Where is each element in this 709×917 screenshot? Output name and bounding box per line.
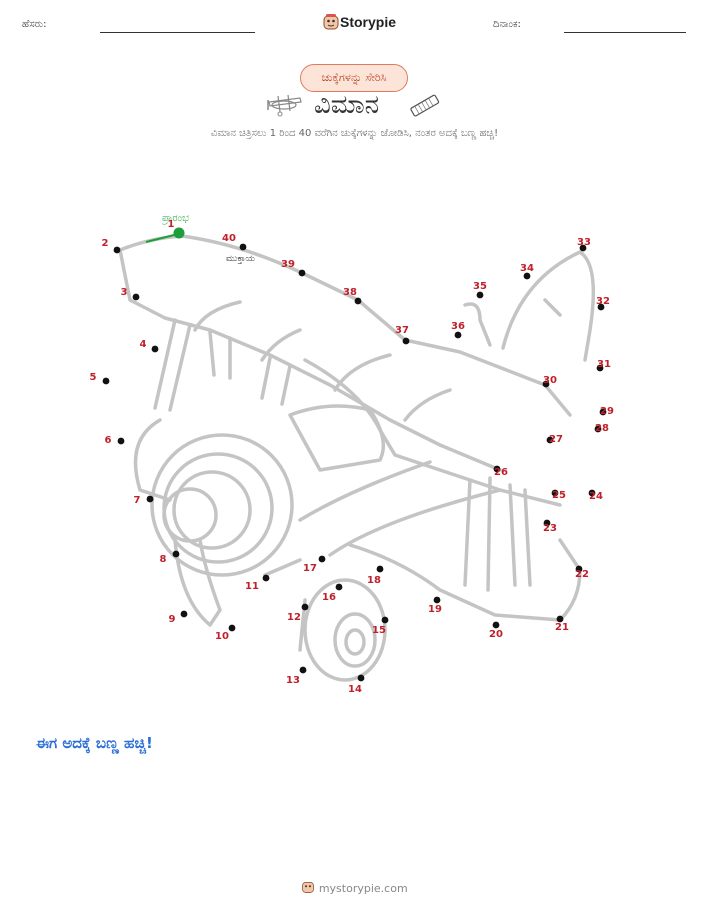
dot-19[interactable]	[433, 596, 441, 604]
dot-10[interactable]	[228, 624, 236, 632]
dot-2[interactable]	[113, 246, 121, 254]
activity-badge: ಚುಕ್ಕೆಗಳನ್ನು ಸೇರಿಸಿ	[300, 64, 408, 92]
dot-label-1: 1	[168, 219, 175, 230]
date-label: ದಿನಾಂಕ:	[493, 19, 521, 30]
dot-27[interactable]	[546, 436, 554, 444]
footer: mystorypie.com	[0, 880, 709, 895]
dot-21[interactable]	[556, 615, 564, 623]
dot-label-13: 13	[286, 675, 300, 686]
dot-label-27: 27	[549, 434, 563, 445]
dot-20[interactable]	[492, 621, 500, 629]
dot-label-12: 12	[287, 612, 301, 623]
dot-38[interactable]	[354, 297, 362, 305]
dot-32[interactable]	[597, 303, 605, 311]
dot-18[interactable]	[376, 565, 384, 573]
dot-13[interactable]	[299, 666, 307, 674]
dot-12[interactable]	[301, 603, 309, 611]
dot-label-14: 14	[348, 684, 362, 695]
dot-label-11: 11	[245, 581, 259, 592]
dot-4[interactable]	[151, 345, 159, 353]
dot-label-33: 33	[577, 237, 591, 248]
dot-label-5: 5	[90, 372, 97, 383]
dot-label-16: 16	[322, 592, 336, 603]
dot-29[interactable]	[599, 408, 607, 416]
dot-label-8: 8	[160, 554, 167, 565]
eraser-icon	[408, 94, 442, 118]
dot-15[interactable]	[381, 616, 389, 624]
dot-25[interactable]	[551, 489, 559, 497]
dot-16[interactable]	[335, 583, 343, 591]
dot-34[interactable]	[523, 272, 531, 280]
dot-5[interactable]	[102, 377, 110, 385]
start-line	[145, 233, 179, 243]
dot-label-9: 9	[169, 614, 176, 625]
dot-label-34: 34	[520, 263, 534, 274]
name-line[interactable]	[100, 32, 255, 33]
dot-label-21: 21	[555, 622, 569, 633]
dot-label-4: 4	[140, 339, 147, 350]
dot-37[interactable]	[402, 337, 410, 345]
dot-39[interactable]	[298, 269, 306, 277]
dot-26[interactable]	[493, 465, 501, 473]
dot-8[interactable]	[172, 550, 180, 558]
dot-label-3: 3	[121, 287, 128, 298]
dot-label-30: 30	[543, 375, 557, 386]
dot-label-20: 20	[489, 629, 503, 640]
storypie-footer-icon	[302, 881, 315, 893]
worksheet-title: ವಿಮಾನ	[314, 90, 380, 120]
dot-31[interactable]	[596, 364, 604, 372]
instructions-text: ವಿಮಾನ ಚಿತ್ರಿಸಲು 1 ರಿಂದ 40 ವರೆಗಿನ ಚುಕ್ಕೆಗ…	[210, 128, 499, 139]
start-dot[interactable]	[173, 227, 185, 239]
dot-3[interactable]	[132, 293, 140, 301]
dot-label-39: 39	[281, 259, 295, 270]
dot-6[interactable]	[117, 437, 125, 445]
start-label: ಪ್ರಾರಂಭ	[161, 213, 189, 224]
date-line[interactable]	[564, 32, 686, 33]
dot-label-40: 40	[222, 233, 236, 244]
dot-label-22: 22	[575, 569, 589, 580]
dot-label-37: 37	[395, 325, 409, 336]
dot-label-32: 32	[596, 296, 610, 307]
dot-28[interactable]	[594, 425, 602, 433]
name-label: ಹೆಸರು:	[22, 19, 47, 30]
color-prompt: ಈಗ ಅದಕ್ಕೆ ಬಣ್ಣ ಹಚ್ಚಿ!	[36, 734, 153, 752]
dot-label-24: 24	[589, 491, 603, 502]
dot-label-35: 35	[473, 281, 487, 292]
dot-label-17: 17	[303, 563, 317, 574]
dot-label-28: 28	[595, 423, 609, 434]
dot-14[interactable]	[357, 674, 365, 682]
dot-label-29: 29	[600, 406, 614, 417]
airplane-icon	[266, 90, 304, 118]
dot-label-6: 6	[105, 435, 112, 446]
dot-33[interactable]	[579, 244, 587, 252]
dot-11[interactable]	[262, 574, 270, 582]
footer-site: mystorypie.com	[318, 882, 408, 895]
dot-label-2: 2	[102, 238, 109, 249]
dot-17[interactable]	[318, 555, 326, 563]
dot-label-25: 25	[552, 490, 566, 501]
dot-label-18: 18	[367, 575, 381, 586]
dot-24[interactable]	[588, 489, 596, 497]
dot-label-23: 23	[543, 523, 557, 534]
dot-36[interactable]	[454, 331, 462, 339]
storypie-logo-icon	[322, 13, 342, 31]
dot-label-19: 19	[428, 604, 442, 615]
dot-7[interactable]	[146, 495, 154, 503]
dot-label-38: 38	[343, 287, 357, 298]
brand-name: Storypie	[340, 14, 397, 30]
dot-30[interactable]	[542, 380, 550, 388]
dot-label-31: 31	[597, 359, 611, 370]
dot-label-36: 36	[451, 321, 465, 332]
dot-label-15: 15	[372, 625, 386, 636]
dot-22[interactable]	[575, 565, 583, 573]
dot-label-10: 10	[215, 631, 229, 642]
dot-35[interactable]	[476, 291, 484, 299]
dot-40[interactable]	[239, 243, 247, 251]
dot-label-7: 7	[134, 495, 141, 506]
dot-9[interactable]	[180, 610, 188, 618]
dot-23[interactable]	[543, 519, 551, 527]
dot-label-26: 26	[494, 467, 508, 478]
end-label: ಮುಕ್ತಾಯ	[226, 254, 255, 264]
